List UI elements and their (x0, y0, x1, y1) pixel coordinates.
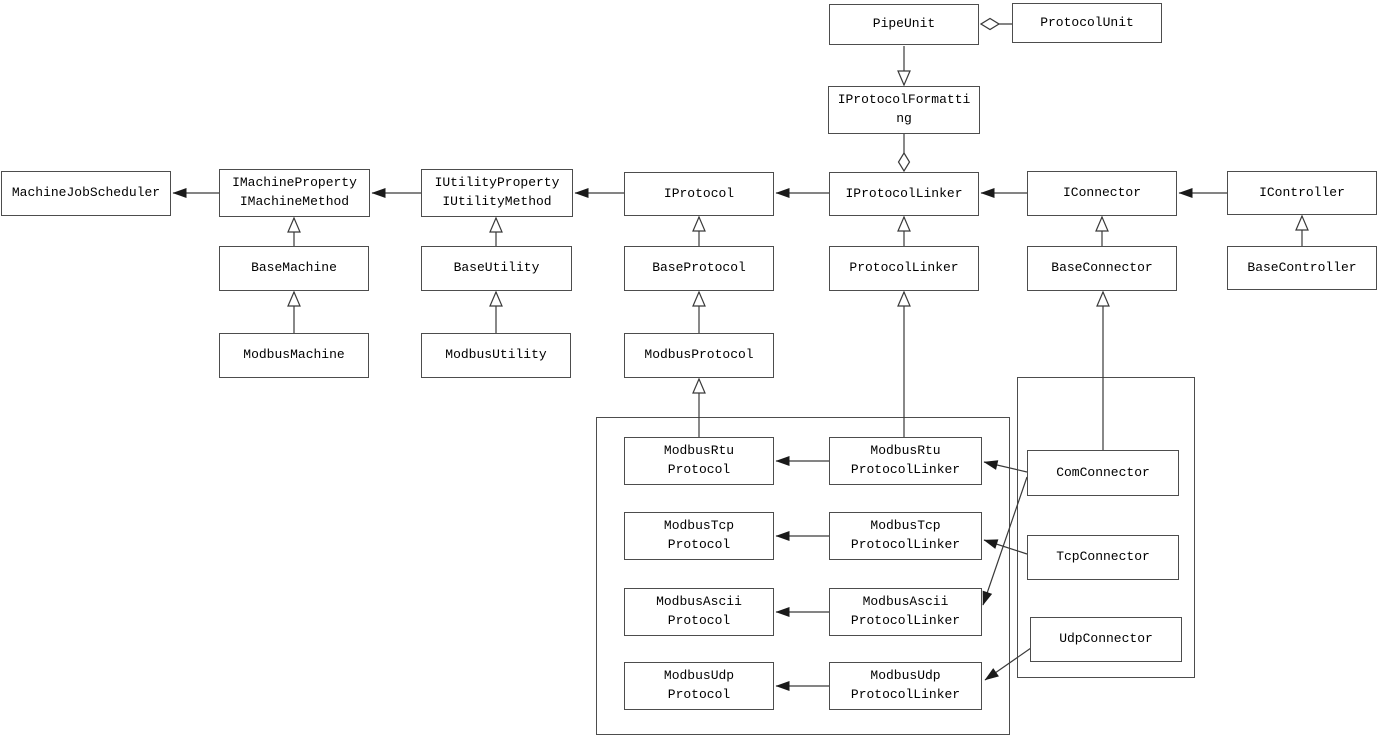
class-modbustcpprotocollinker: ModbusTcp ProtocolLinker (829, 512, 982, 560)
class-modbusudpprotocollinker: ModbusUdp ProtocolLinker (829, 662, 982, 710)
class-modbusmachine: ModbusMachine (219, 333, 369, 378)
class-iprotocollinker: IProtocolLinker (829, 172, 979, 216)
class-iprotocolformatting: IProtocolFormatti ng (828, 86, 980, 134)
edge-assoc-comconnector-rtulinker (983, 460, 1028, 473)
class-modbusrtuprotocollinker: ModbusRtu ProtocolLinker (829, 437, 982, 485)
class-iutilityproperty-iutilitymethod: IUtilityProperty IUtilityMethod (421, 169, 573, 217)
class-icontroller: IController (1227, 171, 1377, 215)
class-modbusutility: ModbusUtility (421, 333, 571, 378)
class-baseutility: BaseUtility (421, 246, 572, 291)
class-pipe-unit: PipeUnit (829, 4, 979, 45)
modbus-protocol-group-frame (596, 417, 1010, 735)
class-tcpconnector: TcpConnector (1027, 535, 1179, 580)
class-comconnector: ComConnector (1027, 450, 1179, 496)
class-modbusprotocol: ModbusProtocol (624, 333, 774, 378)
class-baseprotocol: BaseProtocol (624, 246, 774, 291)
class-iprotocol: IProtocol (624, 172, 774, 216)
class-protocol-unit: ProtocolUnit (1012, 3, 1162, 43)
class-basemachine: BaseMachine (219, 246, 369, 291)
class-protocollinker: ProtocolLinker (829, 246, 979, 291)
class-modbusasciiprotocollinker: ModbusAscii ProtocolLinker (829, 588, 982, 636)
class-modbusrtuprotocol: ModbusRtu Protocol (624, 437, 774, 485)
edge-assoc-udpconnector-udplinker (984, 647, 1032, 681)
class-modbusudpprotocol: ModbusUdp Protocol (624, 662, 774, 710)
class-udpconnector: UdpConnector (1030, 617, 1182, 662)
edge-assoc-tcpconnector-tcplinker (983, 539, 1028, 555)
edge-assoc-comconnector-asciilinker (982, 476, 1028, 606)
class-modbusasciiprotocol: ModbusAscii Protocol (624, 588, 774, 636)
class-imachineproperty-imachinemethod: IMachineProperty IMachineMethod (219, 169, 370, 217)
class-basecontroller: BaseController (1227, 246, 1377, 290)
connector-group-frame (1017, 377, 1195, 678)
class-baseconnector: BaseConnector (1027, 246, 1177, 291)
class-iconnector: IConnector (1027, 171, 1177, 216)
class-modbustcpprotocol: ModbusTcp Protocol (624, 512, 774, 560)
class-machinejobscheduler: MachineJobScheduler (1, 171, 171, 216)
